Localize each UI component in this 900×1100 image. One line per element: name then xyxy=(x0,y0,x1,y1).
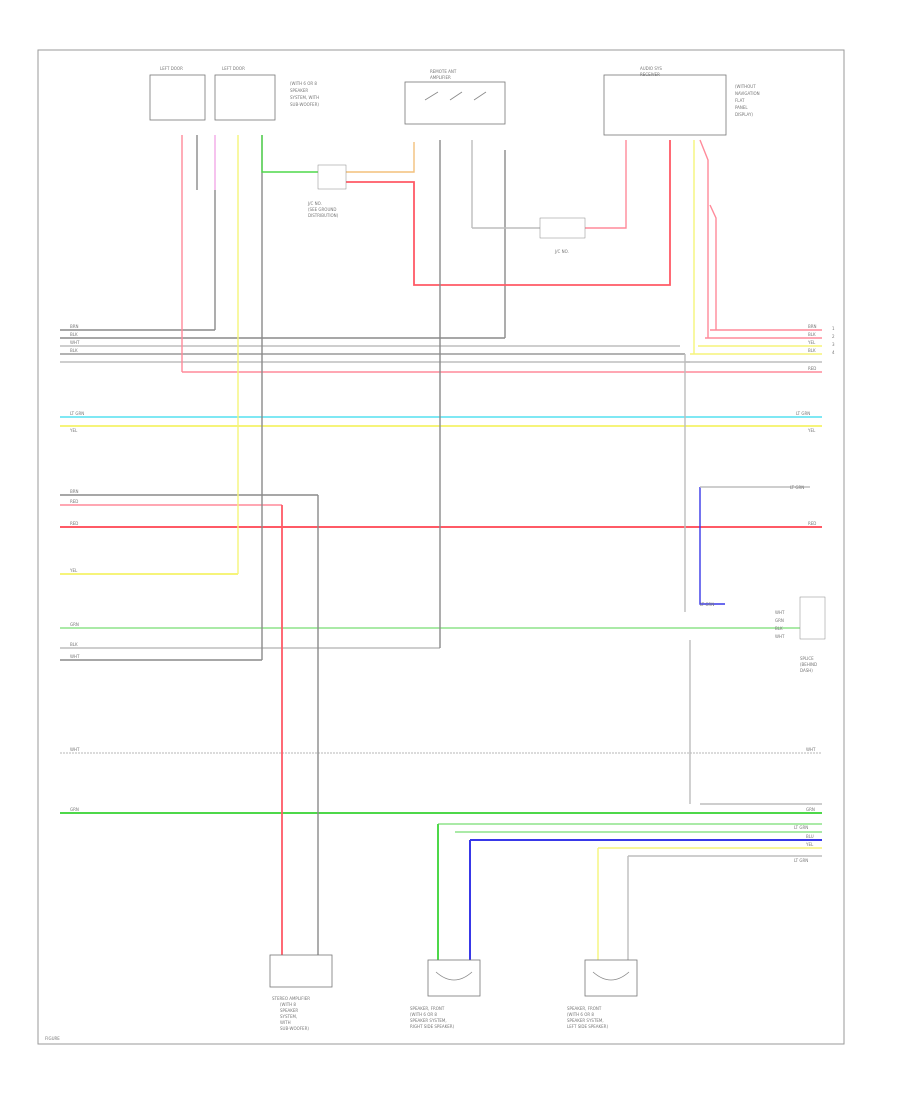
splice-right-line3: DASH) xyxy=(800,668,813,673)
svg-text:YEL: YEL xyxy=(807,428,816,433)
component-speaker-right: SPEAKER, FRONT (WITH 6 OR 8 SPEAKER SYST… xyxy=(567,959,638,1029)
component-joint-center: J/C NO. xyxy=(539,217,586,254)
svg-text:BLU: BLU xyxy=(806,834,814,839)
joint-center-line1: J/C NO. xyxy=(554,249,569,254)
spk-right-line2: (WITH 6 OR 8 xyxy=(567,1012,594,1017)
svg-text:LT GRN: LT GRN xyxy=(70,411,84,416)
amp-line2: (WITH 8 xyxy=(280,1002,296,1007)
note-right-line2: NAVIGATION xyxy=(735,91,760,96)
svg-text:GRN: GRN xyxy=(775,618,784,623)
component-module-right: AUDIO SYS RECEIVER (WITHOUT NAVIGATION F… xyxy=(603,66,760,136)
svg-text:2: 2 xyxy=(832,334,835,339)
spk-mid-line4: RIGHT SIDE SPEAKER) xyxy=(410,1024,455,1029)
note-right-line4: PANEL xyxy=(735,105,748,110)
component-splice-right: SPLICE (BEHIND DASH) xyxy=(799,596,826,673)
svg-text:WHT: WHT xyxy=(70,340,80,345)
svg-text:YEL: YEL xyxy=(805,842,814,847)
svg-text:WHT: WHT xyxy=(775,634,785,639)
svg-text:1: 1 xyxy=(832,326,835,331)
joint-left-line1: J/C NO. xyxy=(307,201,322,206)
component-switch-top: REMOTE ANT AMPLIFIER xyxy=(404,69,506,125)
amp-line3: SPEAKER xyxy=(280,1008,298,1013)
svg-text:4: 4 xyxy=(832,350,835,355)
diagram-frame xyxy=(37,49,845,1045)
svg-text:LT GRN: LT GRN xyxy=(794,825,808,830)
note-left-line1: (WITH 6 OR 8 xyxy=(290,81,317,86)
svg-text:BRN: BRN xyxy=(808,324,817,329)
note-left-line3: SYSTEM, WITH xyxy=(290,95,319,100)
footer-code: FIGURE xyxy=(45,1036,60,1041)
svg-text:BRN: BRN xyxy=(70,489,79,494)
radio-left-a-label: LEFT DOOR xyxy=(160,66,183,71)
amp-line5: WITH xyxy=(280,1020,291,1025)
svg-text:BLK: BLK xyxy=(70,642,78,647)
svg-text:GRN: GRN xyxy=(70,807,79,812)
svg-text:LT GRN: LT GRN xyxy=(700,602,714,607)
note-right-line5: DISPLAY) xyxy=(735,112,753,117)
svg-text:LT GRN: LT GRN xyxy=(794,858,808,863)
svg-text:RED: RED xyxy=(70,521,78,526)
component-speaker-mid: SPEAKER, FRONT (WITH 6 OR 8 SPEAKER SYST… xyxy=(410,959,481,1029)
spk-right-line4: LEFT SIDE SPEAKER) xyxy=(567,1024,608,1029)
module-right-line1: AUDIO SYS xyxy=(640,66,662,71)
right-wire-labels: BRN BLK YEL BLK RED LT GRN YEL LT GRN RE… xyxy=(700,324,817,863)
note-right-line3: FLAT xyxy=(735,98,745,103)
svg-text:BLK: BLK xyxy=(808,348,816,353)
spk-right-line3: SPEAKER SYSTEM, xyxy=(567,1018,604,1023)
svg-text:BLK: BLK xyxy=(70,348,78,353)
page-indicator: 1 2 3 4 xyxy=(832,326,835,355)
module-right-line2: RECEIVER xyxy=(640,72,660,77)
note-left-line4: SUB-WOOFER) xyxy=(290,102,319,107)
svg-text:GRN: GRN xyxy=(70,622,79,627)
svg-text:YEL: YEL xyxy=(69,568,78,573)
splice-right-line1: SPLICE xyxy=(800,656,814,661)
svg-text:RED: RED xyxy=(70,499,78,504)
svg-text:RED: RED xyxy=(808,366,816,371)
component-left-radios: LEFT DOOR LEFT DOOR (WITH 6 OR 8 SPEAKER… xyxy=(149,66,319,121)
vertical-wires xyxy=(181,135,810,960)
joint-left-line2: (SEE GROUND xyxy=(308,207,336,212)
component-joint-left: J/C NO. (SEE GROUND DISTRIBUTION) xyxy=(307,164,347,218)
spk-right-line1: SPEAKER, FRONT xyxy=(567,1006,602,1011)
svg-text:LT GRN: LT GRN xyxy=(790,485,804,490)
joint-left-line3: DISTRIBUTION) xyxy=(308,213,339,218)
svg-text:RED: RED xyxy=(808,521,816,526)
switch-top-line2: AMPLIFIER xyxy=(430,75,451,80)
spk-mid-line1: SPEAKER, FRONT xyxy=(410,1006,445,1011)
svg-text:GRN: GRN xyxy=(806,807,815,812)
amp-line1: STEREO AMPLIFIER xyxy=(272,996,310,1001)
svg-text:LT GRN: LT GRN xyxy=(796,411,810,416)
svg-text:YEL: YEL xyxy=(69,428,78,433)
radio-left-b-label: LEFT DOOR xyxy=(222,66,245,71)
spk-mid-line2: (WITH 6 OR 8 xyxy=(410,1012,437,1017)
svg-text:WHT: WHT xyxy=(775,610,785,615)
svg-text:3: 3 xyxy=(832,342,835,347)
svg-text:BLK: BLK xyxy=(808,332,816,337)
note-left-line2: SPEAKER xyxy=(290,88,308,93)
splice-right-line2: (BEHIND xyxy=(800,662,817,667)
svg-text:WHT: WHT xyxy=(806,747,816,752)
svg-text:BRN: BRN xyxy=(70,324,79,329)
svg-text:WHT: WHT xyxy=(70,654,80,659)
svg-text:YEL: YEL xyxy=(807,340,816,345)
svg-text:BLK: BLK xyxy=(775,626,783,631)
svg-text:WHT: WHT xyxy=(70,747,80,752)
note-right-line1: (WITHOUT xyxy=(735,84,756,89)
amp-line6: SUB-WOOFER) xyxy=(280,1026,309,1031)
amp-line4: SYSTEM, xyxy=(280,1014,297,1019)
switch-top-line1: REMOTE ANT xyxy=(430,69,457,74)
spk-mid-line3: SPEAKER SYSTEM, xyxy=(410,1018,447,1023)
component-amp-bottom: STEREO AMPLIFIER (WITH 8 SPEAKER SYSTEM,… xyxy=(269,954,333,1031)
svg-text:BLK: BLK xyxy=(70,332,78,337)
left-wire-labels: BRN BLK WHT BLK LT GRN YEL BRN RED RED Y… xyxy=(69,324,84,812)
horizontal-wires xyxy=(60,150,822,857)
